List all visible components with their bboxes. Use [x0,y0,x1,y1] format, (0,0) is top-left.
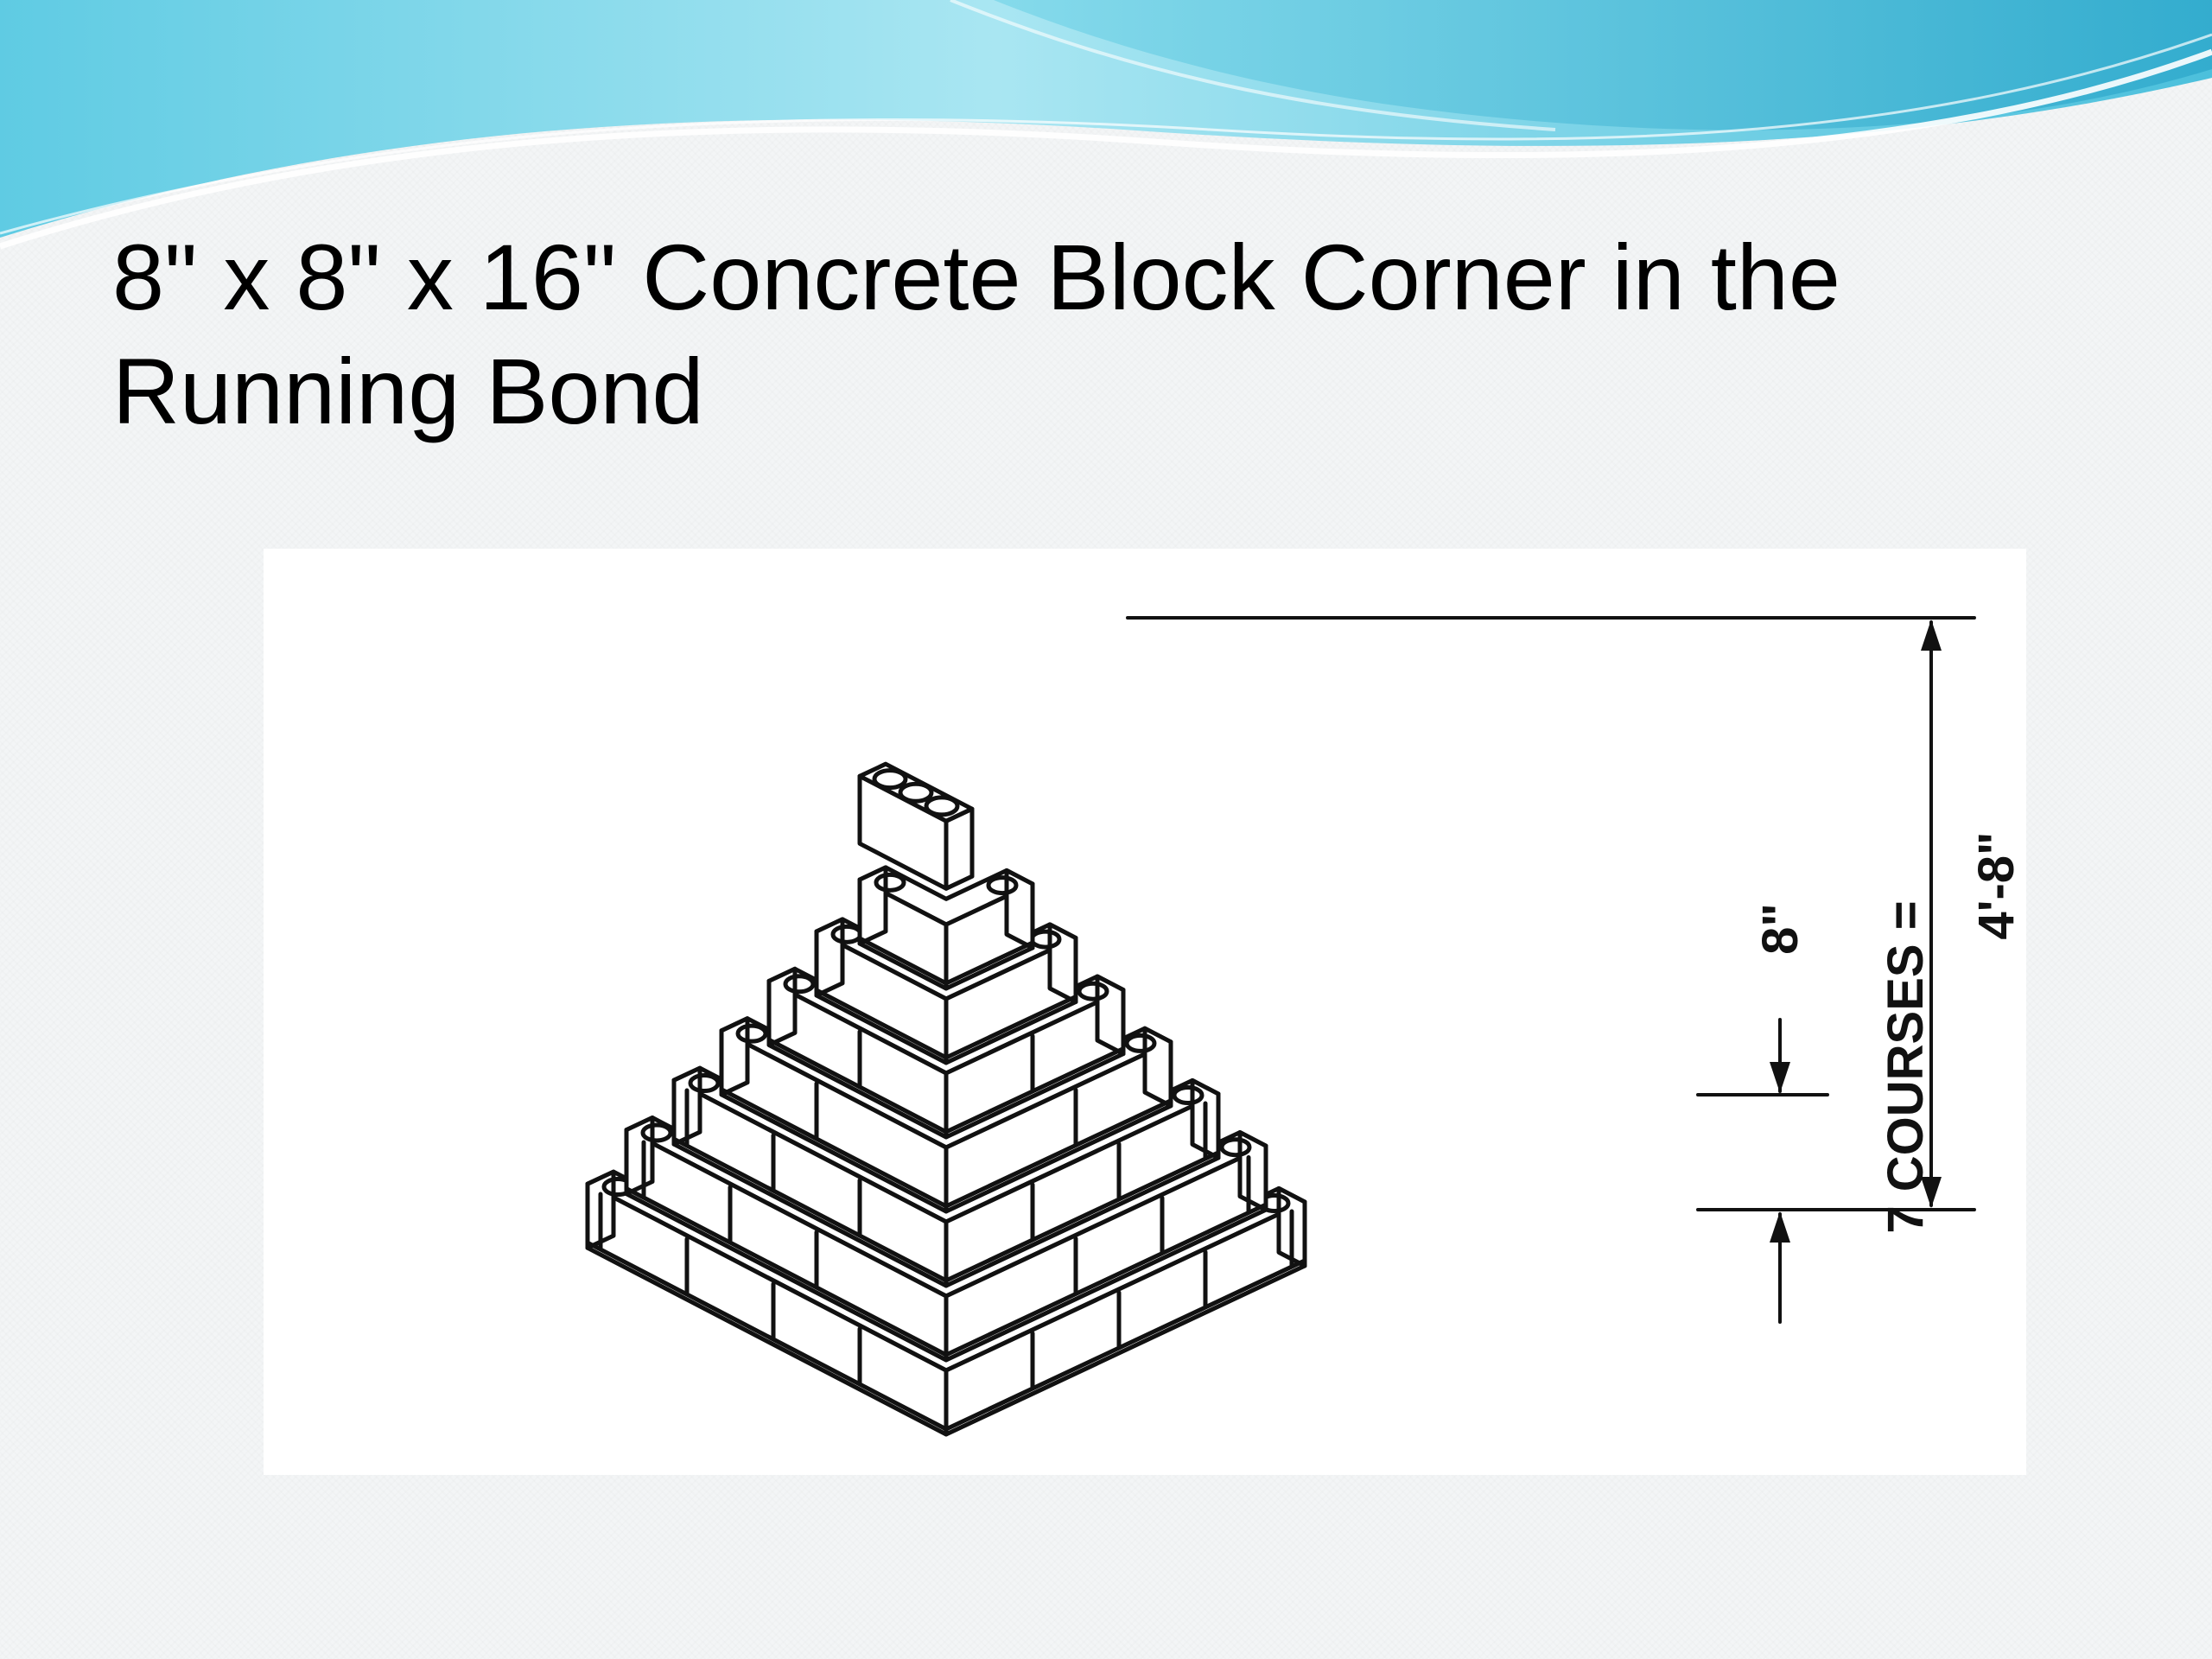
mortar-joint [671,1136,949,1283]
mortar-joint [944,1046,1126,1135]
block-core [1077,981,1109,1001]
course-right-end [1047,922,1078,1004]
capstone-core [872,768,908,791]
mortar-joint [944,1150,1221,1283]
course-right-end [1004,868,1035,950]
title-line-2: Running Bond [112,339,704,443]
mortar-joint [944,1202,1268,1357]
arrow-total-bottom [1921,1177,1942,1208]
course-height-label: 8" [1752,903,1808,955]
capstone-side [944,806,975,891]
mortar-joint [719,1087,949,1209]
arrow-course-up [1770,1211,1790,1243]
block-core [986,875,1019,896]
mortar-joint [585,1240,949,1432]
block-corner-diagram: 7 COURSES = 4'-8" 8" [264,549,2026,1475]
mortar-joint [944,940,1035,986]
mortar-joint [814,988,949,1060]
dimension-arrows [1770,620,1942,1243]
block-pyramid-drawing [585,761,1307,1437]
capstone-core [898,781,934,804]
mortar-joint [944,1258,1307,1432]
dimension-labels: 7 COURSES = 4'-8" 8" [1752,831,2024,1233]
block-core [783,974,816,995]
arrow-total-top [1921,620,1942,651]
mortar-joint [624,1186,949,1357]
title-line-1: 8" x 8" x 16" Concrete Block Corner in t… [112,225,1840,329]
total-height-label: 4'-8" [1968,831,2024,939]
course-right-end [1095,974,1126,1057]
mortar-joint [766,1037,949,1135]
block-core [1124,1033,1157,1053]
block-corner-illustration: 7 COURSES = 4'-8" 8" [585,616,2024,1437]
course-left-end [814,917,845,998]
slide-title: 8" x 8" x 16" Concrete Block Corner in t… [112,220,2100,448]
capstone-core [924,795,960,817]
arrow-course-down [1770,1062,1790,1093]
course-right-end [1142,1026,1173,1109]
course-right-end [1237,1130,1268,1212]
mortar-joint [857,936,949,986]
header-wave-decoration [0,0,2212,250]
dimension-lines [1126,616,1976,1324]
block-core [874,872,906,893]
block-core [735,1023,768,1044]
mortar-joint [944,995,1078,1060]
course-left-end [857,865,888,946]
course-left-end [766,966,798,1047]
mortar-joint [944,1098,1173,1209]
block-core [640,1122,673,1143]
course-left-end [719,1016,750,1097]
course-left-end [624,1116,655,1197]
block-core [1172,1085,1205,1106]
block-core [688,1073,721,1094]
block-core [1219,1137,1252,1158]
course-count-label: 7 COURSES = [1878,900,1934,1233]
